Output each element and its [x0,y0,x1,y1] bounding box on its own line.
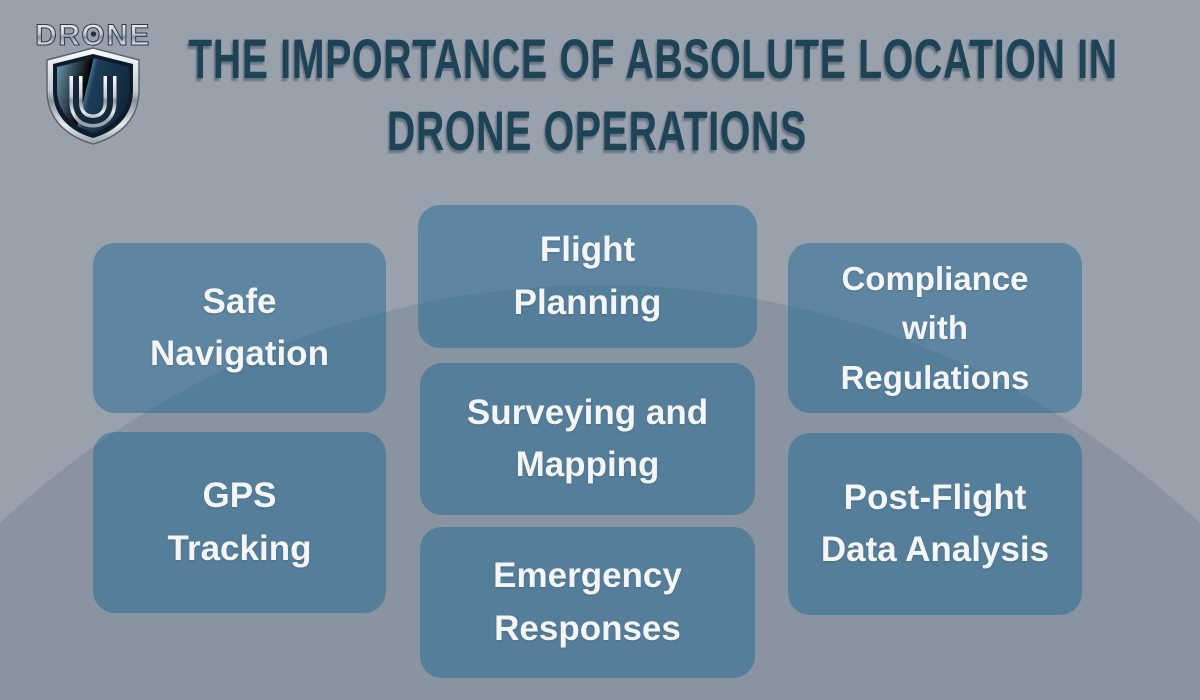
drone-u-logo-graphic: DRONE [35,19,150,145]
card-emergency-responses: Emergency Responses [420,527,755,678]
card-label-line: Surveying and [466,392,709,432]
logo-drone-rotor-dot [90,31,97,37]
card-label-line: with [902,309,968,347]
drone-u-logo: DRONE [30,14,156,150]
card-compliance-with-regulations: Compliance with Regulations [788,243,1082,413]
card-label-line: Post-Flight [843,477,1027,517]
card-label-line: Flight [539,230,636,269]
title-line-1: THE IMPORTANCE OF ABSOLUTE LOCATION IN [188,27,1118,90]
card-label-line: Regulations [840,358,1030,396]
logo-u-core [73,76,113,125]
card-label-line: Navigation [150,334,329,373]
card-surveying-mapping: Surveying and Mapping [420,363,755,515]
card-label-line: Responses [494,608,681,648]
card-post-flight-data-analysis: Post-Flight Data Analysis [788,433,1082,615]
card-label-line: Emergency [493,556,682,595]
card-label-line: Planning [513,282,662,322]
card-safe-navigation: Safe Navigation [93,243,386,413]
card-gps-tracking: GPS Tracking [93,432,386,613]
card-label-line: Mapping [515,445,660,484]
card-label-line: Safe [202,281,277,321]
card-label-line: GPS [202,476,277,515]
card-label-line: Compliance [841,259,1029,297]
card-flight-planning: Flight Planning [418,205,757,348]
card-label-line: Tracking [167,528,312,568]
title-line-2: DRONE OPERATIONS [387,99,807,162]
card-label-line: Data Analysis [820,530,1050,569]
